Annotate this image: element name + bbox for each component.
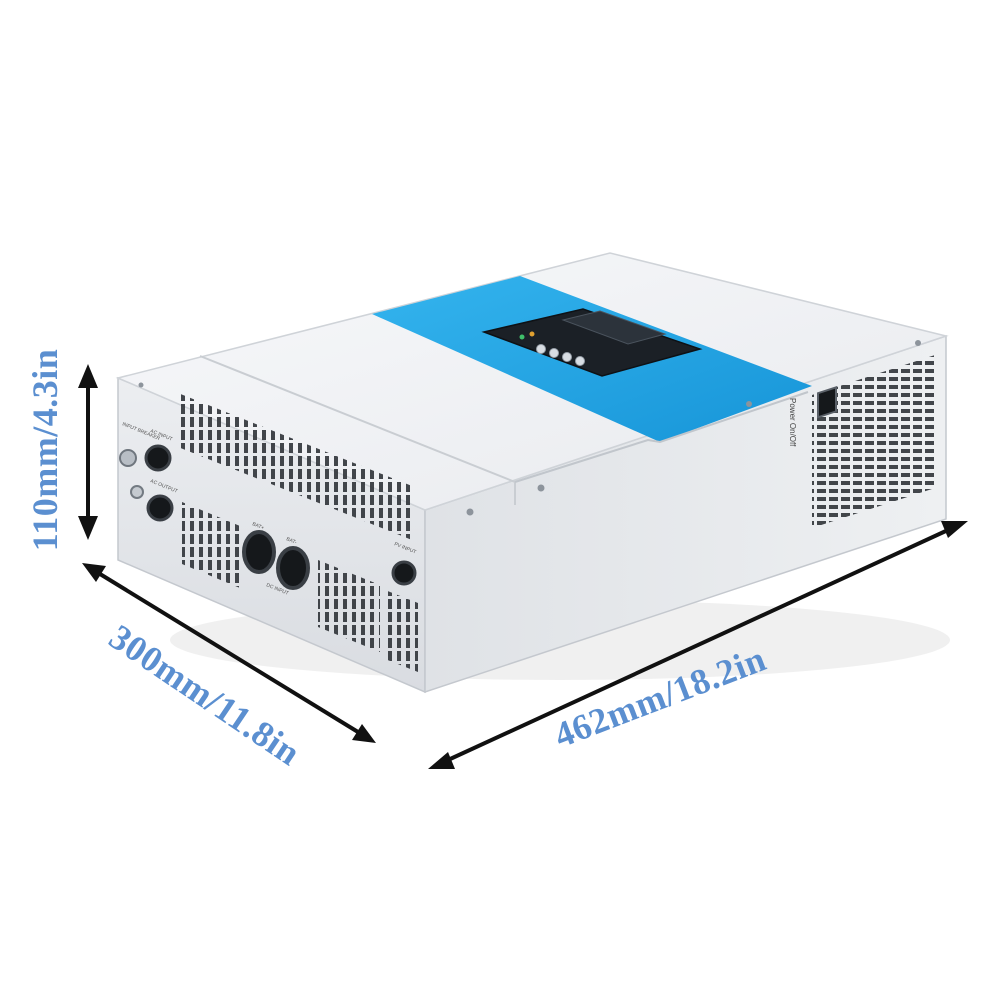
power-switch-label: Power On/Off bbox=[788, 398, 797, 447]
control-button-2[interactable] bbox=[549, 348, 559, 358]
arrow-head-icon bbox=[428, 752, 455, 769]
front-vent-right bbox=[385, 590, 418, 672]
led-indicator-1 bbox=[519, 334, 525, 340]
input-breaker-knob[interactable] bbox=[119, 449, 137, 467]
inverter-body: INPUT BREAKER AC INPUT AC OUTPUT BAT+ BA… bbox=[115, 252, 949, 694]
control-button-4[interactable] bbox=[575, 356, 585, 366]
display-panel bbox=[481, 308, 703, 377]
screw-icon bbox=[466, 508, 474, 516]
arrow-head-icon bbox=[941, 521, 968, 538]
control-button-3[interactable] bbox=[562, 352, 572, 362]
width-arrow bbox=[447, 528, 949, 762]
arrow-head-icon bbox=[78, 516, 98, 540]
dimension-arrows bbox=[78, 364, 968, 769]
screw-icon bbox=[746, 401, 752, 407]
lcd-screen bbox=[561, 310, 667, 345]
arrow-head-icon bbox=[78, 364, 98, 388]
led-indicator-2 bbox=[529, 331, 535, 337]
screw-icon bbox=[138, 382, 144, 388]
pv-input-port bbox=[391, 560, 417, 586]
ground-port bbox=[130, 485, 144, 499]
power-switch[interactable] bbox=[817, 386, 837, 419]
port-group bbox=[119, 444, 417, 590]
front-vent-mid bbox=[318, 560, 380, 652]
screw-icon bbox=[537, 484, 545, 492]
arrow-head-icon bbox=[82, 563, 106, 582]
screw-icon bbox=[915, 340, 921, 346]
control-button-1[interactable] bbox=[536, 344, 546, 354]
bat-minus-label: BAT- bbox=[285, 536, 298, 546]
front-vent-upper bbox=[178, 393, 412, 540]
front-vent-left bbox=[182, 502, 240, 588]
ac-output-port bbox=[146, 494, 174, 522]
height-dimension-label: 110mm/4.3in bbox=[25, 348, 65, 552]
ac-input-port bbox=[144, 444, 172, 472]
arrow-head-icon bbox=[352, 724, 376, 743]
depth-arrow bbox=[98, 572, 360, 734]
battery-negative-port bbox=[276, 546, 310, 590]
cover-edge bbox=[514, 391, 809, 483]
bat-plus-label: BAT+ bbox=[251, 521, 265, 531]
battery-positive-port bbox=[242, 530, 276, 574]
side-vent bbox=[812, 355, 935, 528]
display-bezel bbox=[481, 308, 703, 377]
